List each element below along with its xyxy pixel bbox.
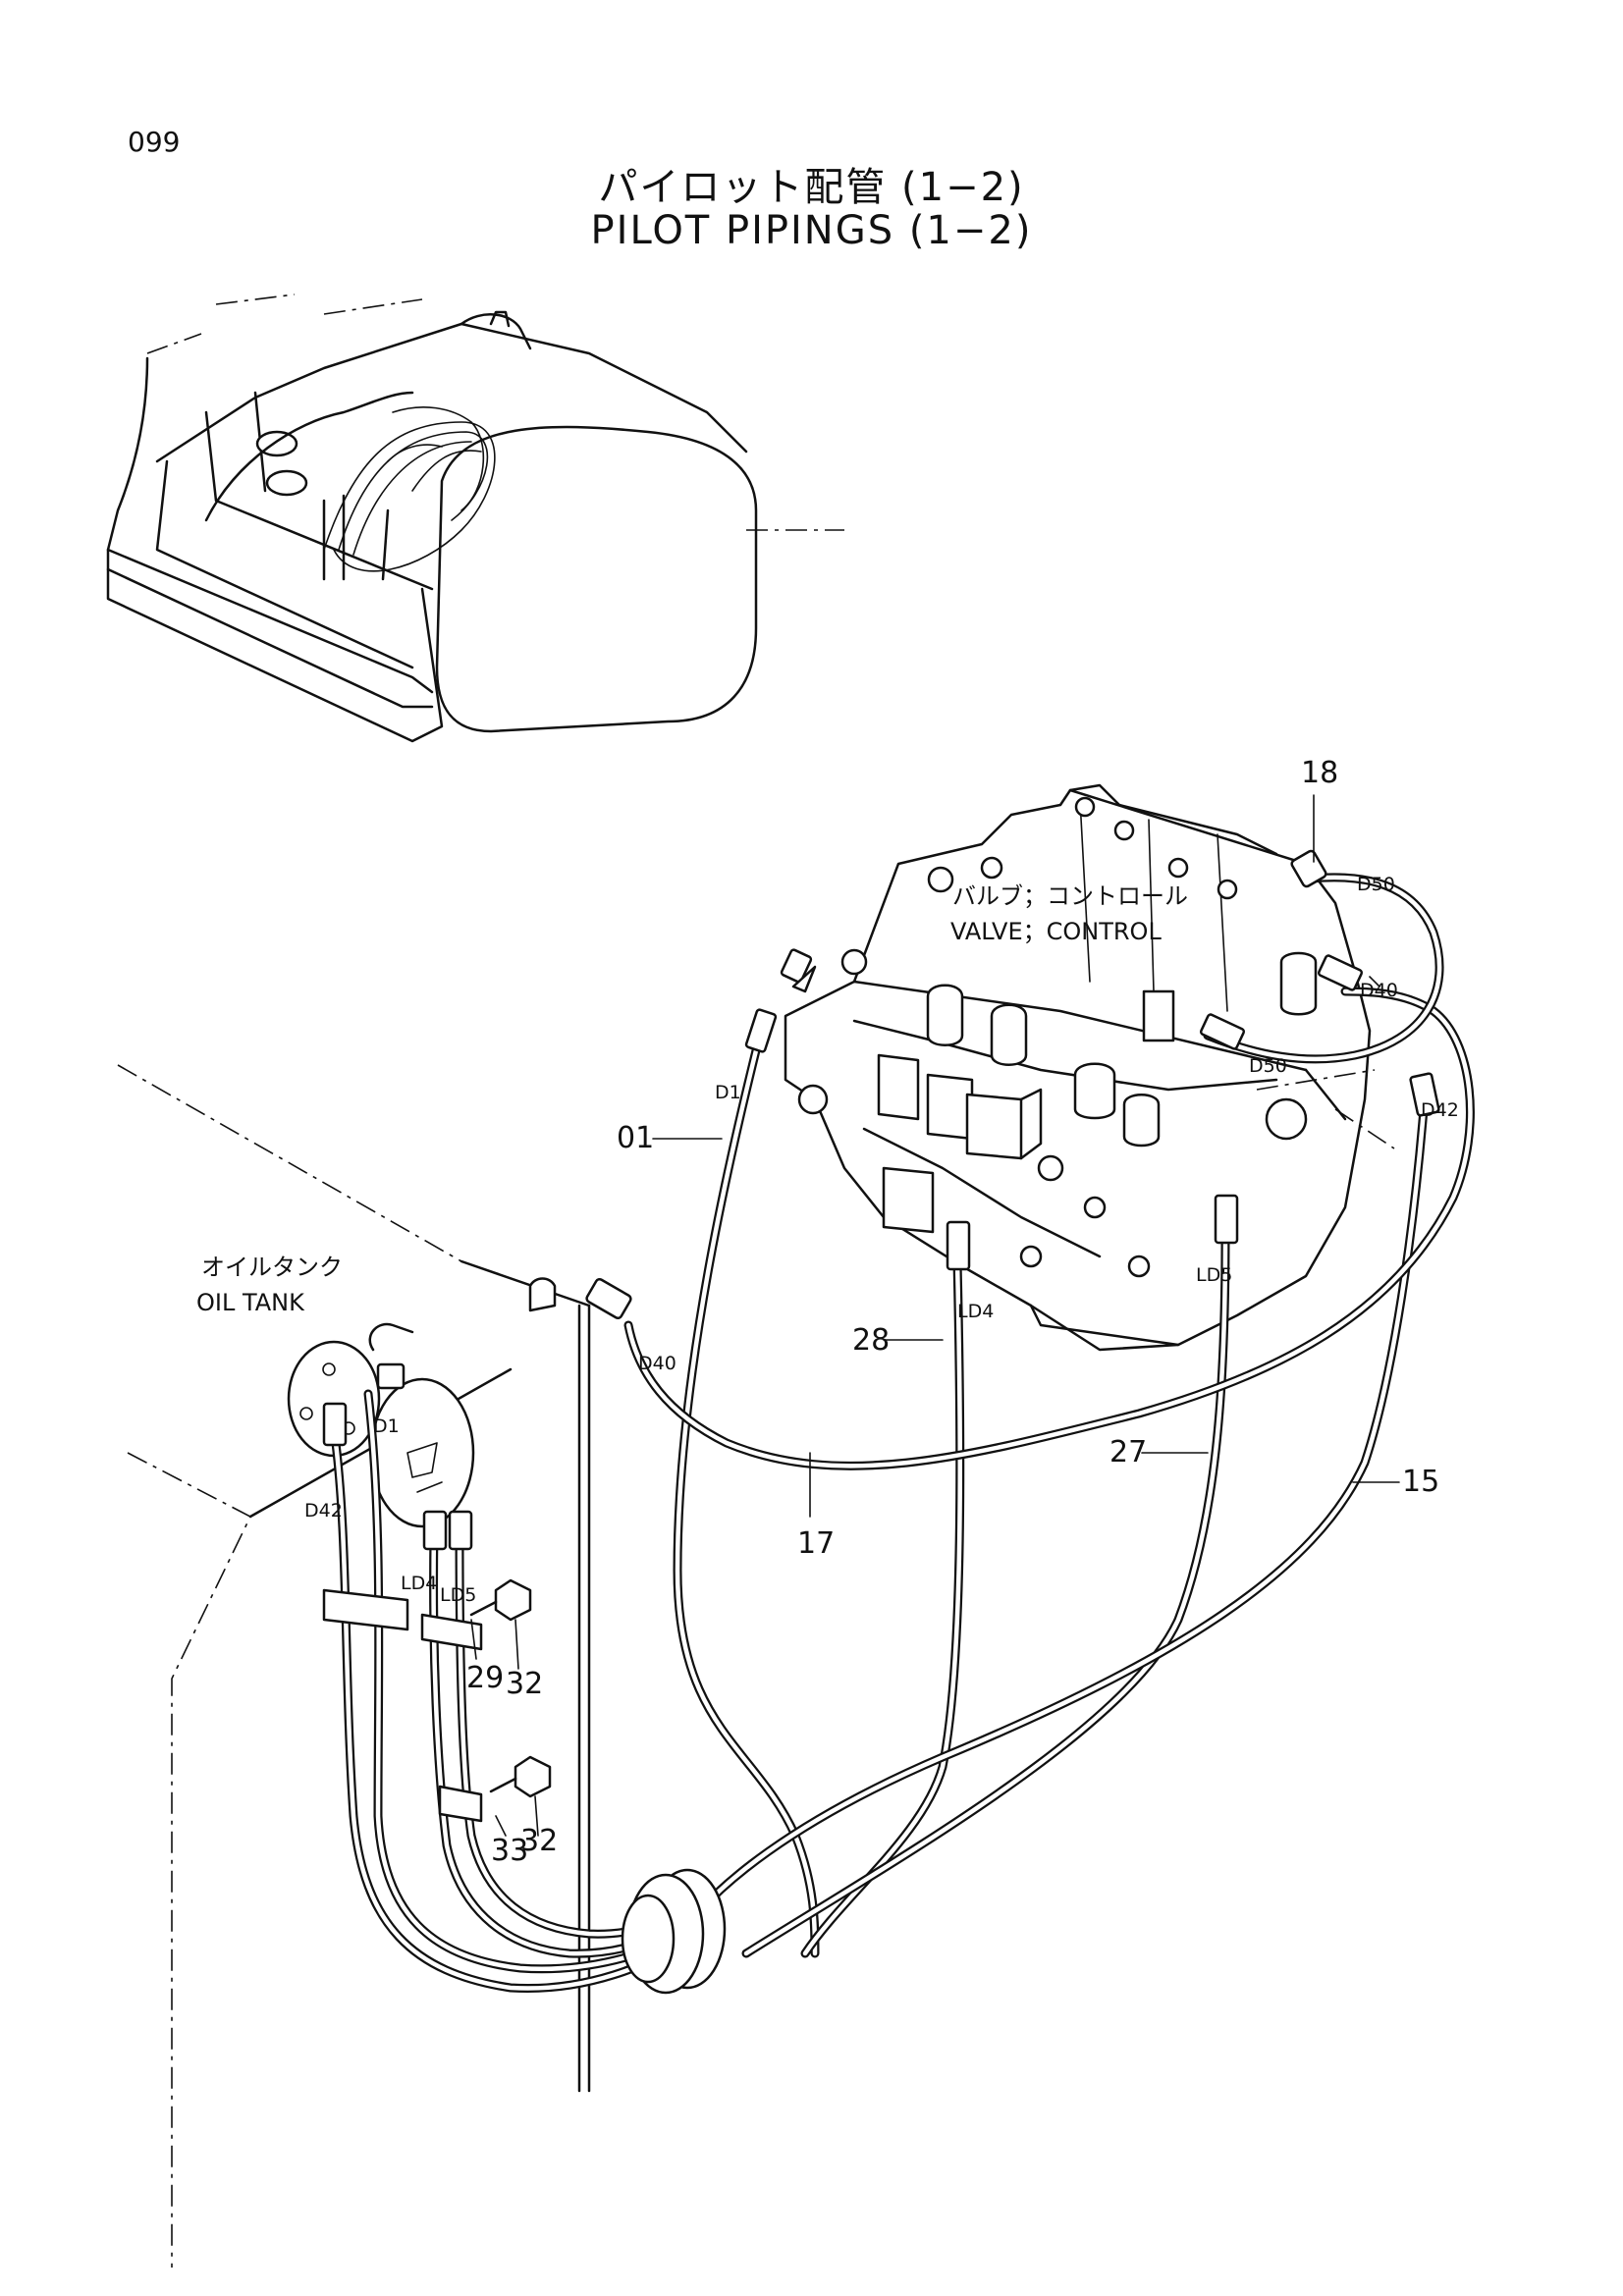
port-label-d40-valve: D40	[1360, 980, 1398, 1001]
port-label-d42-valve: D42	[1421, 1099, 1459, 1121]
port-label-d40-hose: D40	[638, 1353, 676, 1374]
page-title-english: PILOT PIPINGS (1−2)	[590, 208, 1033, 253]
port-label-d42-tank: D42	[304, 1500, 343, 1522]
excavator-overview-icon	[106, 294, 844, 743]
oil-tank-label-jp: オイルタンク	[201, 1254, 343, 1281]
oil-tank-icon	[117, 1064, 591, 2268]
port-label-d50-mid: D50	[1249, 1055, 1287, 1077]
port-label-d1-tank: D1	[373, 1415, 400, 1437]
port-label-ld4-valve: LD4	[957, 1301, 995, 1322]
port-label-ld4-tank: LD4	[401, 1573, 438, 1594]
part-number-17: 17	[797, 1526, 836, 1561]
control-valve-label-jp: バルブ；コントロール	[952, 882, 1188, 910]
part-number-32-lower: 32	[520, 1824, 559, 1858]
page-number: 099	[128, 126, 181, 158]
port-label-d1-valve: D1	[715, 1082, 741, 1103]
port-label-ld5-tank: LD5	[440, 1584, 477, 1606]
clamp-icon	[322, 1588, 483, 1823]
grommet-icon	[621, 1868, 727, 1995]
port-label-d50-top: D50	[1357, 874, 1395, 895]
part-number-01: 01	[617, 1121, 655, 1155]
bolt-icon	[469, 1578, 552, 1798]
control-valve-label-en: VALVE；CONTROL	[950, 918, 1162, 945]
part-number-32-upper: 32	[506, 1667, 544, 1701]
leader-lines	[470, 794, 1400, 1837]
part-number-18: 18	[1301, 756, 1339, 790]
hose-fitting-icon	[322, 849, 1440, 1551]
part-number-27: 27	[1109, 1435, 1148, 1469]
part-number-15: 15	[1402, 1465, 1440, 1499]
part-number-33: 33	[491, 1834, 529, 1868]
page-title-japanese: パイロット配管 (1−2)	[598, 165, 1025, 210]
port-label-ld5-valve: LD5	[1196, 1264, 1233, 1286]
part-number-28: 28	[852, 1323, 891, 1358]
part-number-29: 29	[466, 1661, 505, 1695]
oil-tank-label-en: OIL TANK	[196, 1289, 304, 1316]
hose-assemblies	[329, 873, 1475, 1994]
